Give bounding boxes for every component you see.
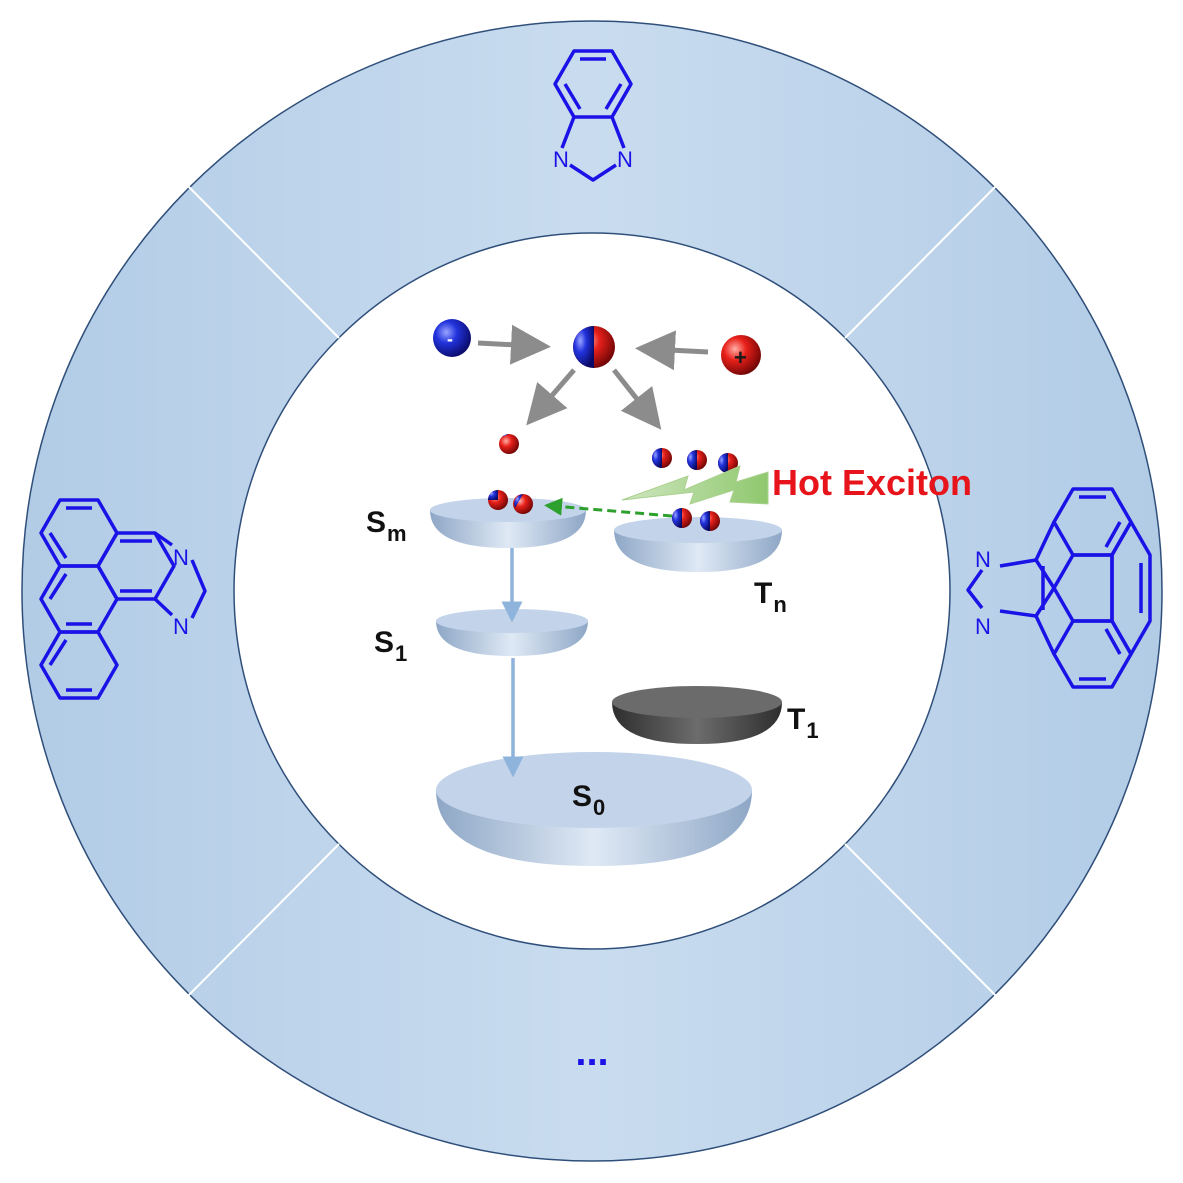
recombination-arrows <box>477 324 709 430</box>
negative-charge-ball: - <box>433 319 471 357</box>
outer-ring <box>21 20 1163 1162</box>
svg-text:-: - <box>447 329 453 349</box>
phenanthroimidazole-molecule: N N <box>39 498 207 700</box>
n-atom-right: N <box>617 147 633 172</box>
benzimidazole-molecule: N N <box>553 49 633 182</box>
svg-text:+: + <box>734 345 747 370</box>
n-atom-top: N <box>975 547 991 572</box>
positive-charge-ball: + <box>721 335 761 375</box>
hot-exciton-label: Hot Exciton <box>772 462 972 503</box>
s1-label: S1 <box>374 626 407 666</box>
pyrenoimidazole-molecule: N N <box>966 487 1152 689</box>
triplet-excitons <box>652 448 738 473</box>
risc-arrow <box>544 497 673 518</box>
relaxation-arrows <box>501 548 524 778</box>
t1-label: T1 <box>787 703 819 743</box>
tn-level <box>614 508 782 572</box>
tn-label: Tn <box>754 577 787 617</box>
s0-label: S0 <box>572 780 605 820</box>
exciton-ball-large <box>573 326 615 368</box>
t1-level <box>612 686 782 744</box>
n-atom-bottom: N <box>173 614 189 639</box>
n-atom-top: N <box>173 545 189 570</box>
hot-exciton-bolt <box>621 465 769 505</box>
ring-dividers <box>175 173 1009 1009</box>
singlet-exciton <box>499 434 519 454</box>
n-atom-left: N <box>553 147 569 172</box>
n-atom-bottom: N <box>975 614 991 639</box>
sm-label: Sm <box>366 506 407 546</box>
more-ellipsis: ... <box>575 1030 608 1074</box>
